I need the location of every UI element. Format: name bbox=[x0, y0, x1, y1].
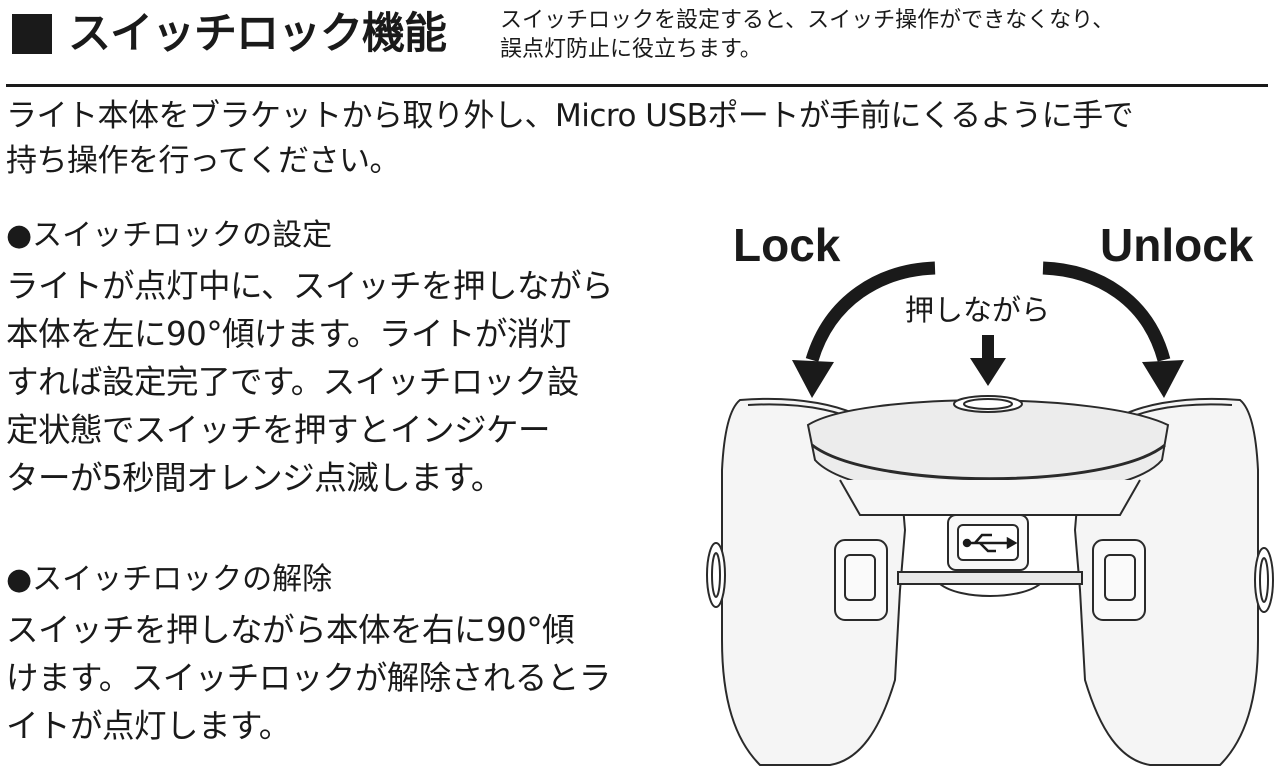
lock-setting-section: ●スイッチロックの設定 ライトが点灯中に、スイッチを押しながら 本体を左に90°… bbox=[6, 216, 614, 502]
lock-label: Lock bbox=[733, 219, 841, 271]
lock-release-section: ●スイッチロックの解除 スイッチを押しながら本体を右に90°傾 けます。スイッチ… bbox=[6, 560, 611, 750]
header-divider bbox=[6, 84, 1268, 87]
page-title: スイッチロック機能 bbox=[68, 9, 447, 59]
center-light-body bbox=[806, 395, 1170, 597]
lock-setting-line: 定状態でスイッチを押すとインジケー bbox=[6, 411, 551, 449]
usb-icon bbox=[962, 533, 1018, 553]
lock-rotate-arrow-icon bbox=[792, 261, 936, 398]
lock-setting-line: ターが5秒間オレンジ点滅します。 bbox=[6, 459, 503, 497]
lock-release-line: けます。スイッチロックが解除されるとラ bbox=[6, 659, 611, 697]
lock-release-line: イトが点灯します。 bbox=[6, 707, 291, 745]
header-square-bullet bbox=[12, 14, 52, 54]
press-down-arrow-icon bbox=[970, 335, 1006, 386]
lock-release-line: スイッチを押しながら本体を右に90°傾 bbox=[6, 611, 575, 649]
switch-lock-diagram bbox=[706, 261, 1274, 766]
intro-line: 持ち操作を行ってください。 bbox=[6, 143, 401, 179]
header-description: スイッチロックを設定すると、スイッチ操作ができなくなり、 誤点灯防止に役立ちます… bbox=[500, 6, 1114, 64]
header-description-line: スイッチロックを設定すると、スイッチ操作ができなくなり、 bbox=[500, 8, 1115, 33]
unlock-label: Unlock bbox=[1100, 219, 1254, 271]
lock-setting-heading: ●スイッチロックの設定 bbox=[6, 218, 333, 253]
lock-release-body: スイッチを押しながら本体を右に90°傾 けます。スイッチロックが解除されるとラ … bbox=[6, 606, 611, 750]
lock-setting-line: ライトが点灯中に、スイッチを押しながら bbox=[6, 267, 614, 305]
lock-release-heading: ●スイッチロックの解除 bbox=[6, 562, 333, 597]
unlock-rotate-arrow-icon bbox=[1042, 261, 1184, 398]
lock-setting-line: すれば設定完了です。スイッチロック設 bbox=[6, 363, 579, 401]
press-while-label: 押しながら bbox=[905, 293, 1051, 327]
lock-setting-line: 本体を左に90°傾けます。ライトが消灯 bbox=[6, 315, 571, 353]
lock-setting-body: ライトが点灯中に、スイッチを押しながら 本体を左に90°傾けます。ライトが消灯 … bbox=[6, 262, 614, 502]
intro-line: ライト本体をブラケットから取り外し、Micro USBポートが手前にくるように手… bbox=[6, 98, 1134, 134]
intro-paragraph: ライト本体をブラケットから取り外し、Micro USBポートが手前にくるように手… bbox=[6, 94, 1134, 184]
header-description-line: 誤点灯防止に役立ちます。 bbox=[500, 37, 762, 62]
